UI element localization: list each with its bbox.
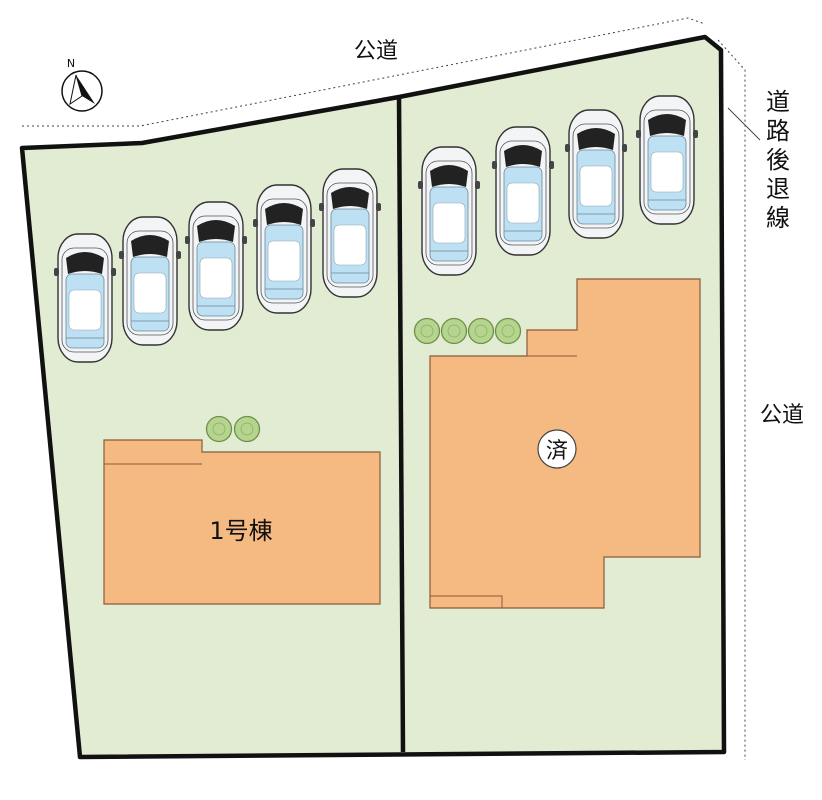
setback-leader-line xyxy=(727,107,761,141)
road-label-right: 公道 xyxy=(760,403,804,428)
parked-car xyxy=(492,126,554,256)
setback-line-label: 道路後退線 xyxy=(758,88,798,233)
north-label: N xyxy=(67,57,75,70)
parked-car xyxy=(185,201,247,331)
parked-car xyxy=(119,216,181,346)
road-label-top: 公道 xyxy=(354,39,398,64)
sold-mark-label: 済 xyxy=(546,439,568,464)
tree-icon xyxy=(413,317,441,345)
lot-divider xyxy=(396,96,406,753)
parked-car xyxy=(319,168,381,298)
parked-car xyxy=(565,109,627,239)
road-boundary-top xyxy=(22,17,706,127)
tree-icon xyxy=(467,317,495,345)
north-arrow-icon: N xyxy=(61,57,103,112)
parked-car xyxy=(418,146,480,276)
parked-car xyxy=(636,95,698,225)
road-boundary-right xyxy=(717,39,746,760)
building-sold-porch xyxy=(430,595,503,608)
lot-outline xyxy=(19,34,727,760)
setback-line-text: 道路後退線 xyxy=(766,88,790,232)
tree-icon xyxy=(233,415,261,443)
parked-cars xyxy=(54,95,698,363)
building-1-label: 1号棟 xyxy=(209,517,272,545)
parked-car xyxy=(253,184,315,314)
tree-icon xyxy=(494,317,522,345)
parked-car xyxy=(54,233,116,363)
tree-icon xyxy=(205,415,233,443)
building-1-footprint xyxy=(103,439,381,605)
trees xyxy=(205,317,522,443)
tree-icon xyxy=(440,317,468,345)
sold-mark-circle xyxy=(537,429,577,469)
